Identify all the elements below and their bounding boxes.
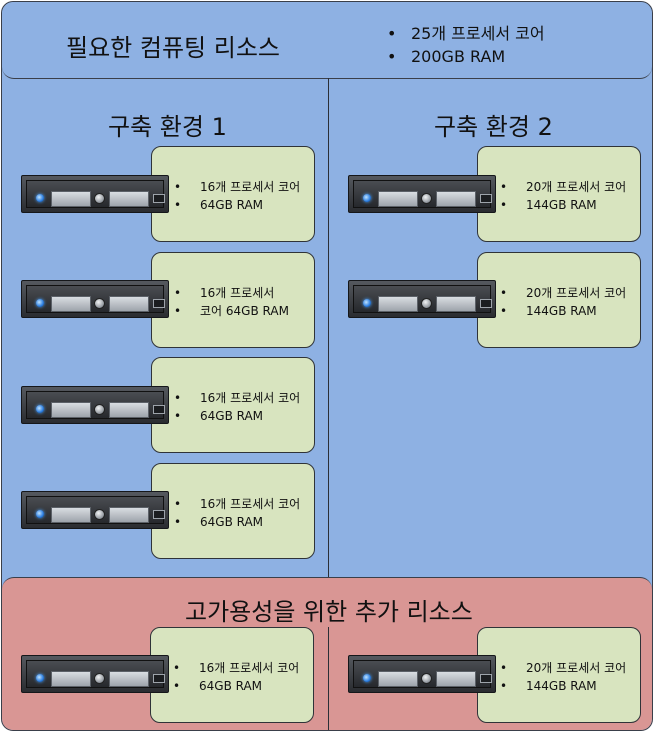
spec-cores: 16개 프로세서 (174, 284, 289, 302)
spec-cores: 20개 프로세서 코어 (500, 284, 626, 302)
spec-cores: 16개 프로세서 코어 (174, 178, 300, 196)
environment-2-title: 구축 환경 2 (434, 113, 553, 141)
requirement-ram: 200GB RAM (387, 45, 545, 68)
env2-server-2-spec-card: 20개 프로세서 코어 144GB RAM (477, 252, 641, 348)
server-icon (348, 655, 496, 693)
server-icon (21, 175, 169, 213)
requirements-list: 25개 프로세서 코어 200GB RAM (387, 22, 545, 68)
env1-server-4-spec-card: 16개 프로세서 코어 64GB RAM (151, 463, 315, 559)
server-icon (21, 386, 169, 424)
spec-ram: 144GB RAM (500, 677, 626, 695)
spec-cores: 16개 프로세서 코어 (174, 389, 300, 407)
ha-divider (328, 627, 329, 730)
server-icon (21, 280, 169, 318)
high-availability-title: 고가용성을 위한 추가 리소스 (185, 598, 473, 626)
requirement-cores: 25개 프로세서 코어 (387, 22, 545, 45)
server-icon (348, 175, 496, 213)
server-icon (348, 280, 496, 318)
required-resources-header: 필요한 컴퓨팅 리소스 25개 프로세서 코어 200GB RAM (2, 2, 652, 79)
spec-cores: 16개 프로세서 코어 (174, 495, 300, 513)
env1-server-3-spec-card: 16개 프로세서 코어 64GB RAM (151, 357, 315, 453)
env2-server-1-spec-card: 20개 프로세서 코어 144GB RAM (477, 146, 641, 242)
spec-ram: 64GB RAM (173, 677, 299, 695)
spec-ram: 코어 64GB RAM (174, 302, 289, 320)
env1-server-1-spec-card: 16개 프로세서 코어 64GB RAM (151, 146, 315, 242)
spec-cores: 20개 프로세서 코어 (500, 659, 626, 677)
high-availability-section: 고가용성을 위한 추가 리소스 16개 프로세서 코어 64GB RAM 20개… (2, 577, 652, 730)
server-icon (21, 655, 169, 693)
ha-server-1-spec-card: 16개 프로세서 코어 64GB RAM (150, 627, 314, 723)
spec-ram: 64GB RAM (174, 513, 300, 531)
spec-ram: 64GB RAM (174, 196, 300, 214)
spec-cores: 20개 프로세서 코어 (500, 178, 626, 196)
env1-server-2-spec-card: 16개 프로세서 코어 64GB RAM (151, 252, 315, 348)
spec-ram: 144GB RAM (500, 196, 626, 214)
environment-divider (328, 78, 329, 578)
spec-ram: 144GB RAM (500, 302, 626, 320)
environment-1-title: 구축 환경 1 (108, 113, 227, 141)
spec-ram: 64GB RAM (174, 407, 300, 425)
ha-server-2-spec-card: 20개 프로세서 코어 144GB RAM (477, 627, 641, 723)
server-icon (21, 491, 169, 529)
spec-cores: 16개 프로세서 코어 (173, 659, 299, 677)
header-title: 필요한 컴퓨팅 리소스 (66, 34, 280, 62)
